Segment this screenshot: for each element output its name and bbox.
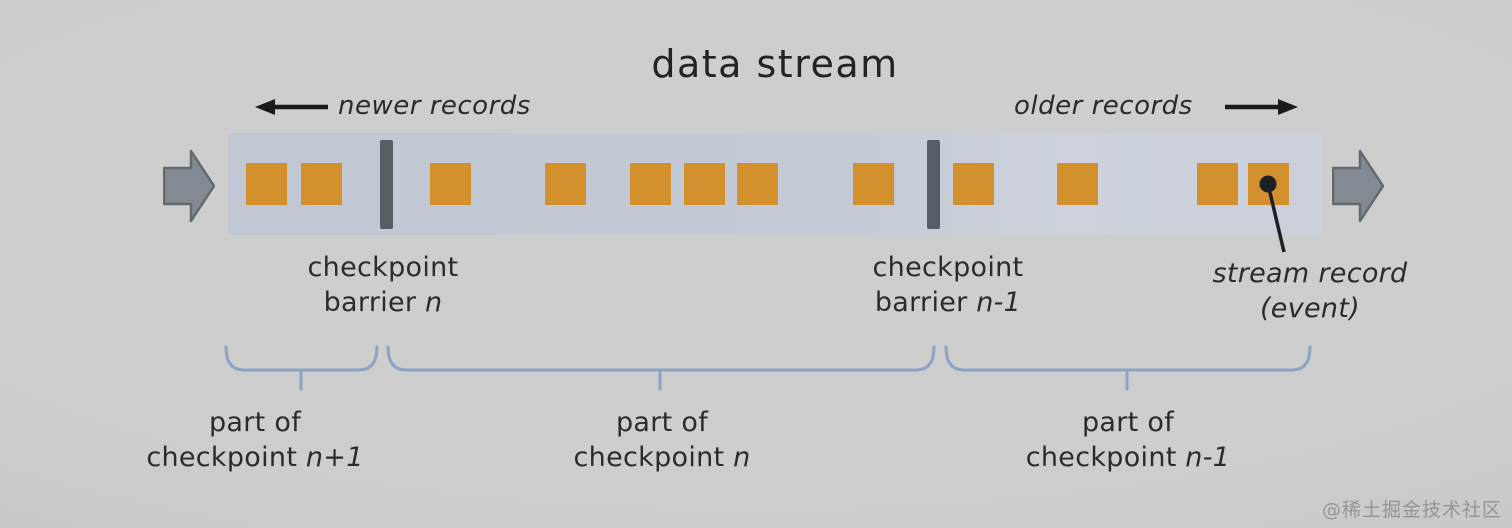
older-records-arrow-icon bbox=[1225, 99, 1298, 115]
stream-record-square bbox=[684, 163, 725, 205]
checkpoint-barrier-bar bbox=[380, 140, 393, 229]
checkpoint-barrier-bar bbox=[927, 140, 940, 229]
label-line: (event) bbox=[1259, 293, 1361, 324]
stream-record-square bbox=[853, 163, 894, 205]
stream-band bbox=[228, 133, 1322, 235]
stream-record-square bbox=[246, 163, 287, 205]
stream-record-square bbox=[1197, 163, 1238, 205]
stream-record-square bbox=[430, 163, 471, 205]
label-line: part of bbox=[615, 407, 709, 438]
stream-record-square bbox=[737, 163, 778, 205]
label-line: checkpoint bbox=[872, 252, 1024, 283]
checkpoint-span-brace bbox=[224, 345, 379, 391]
stream-record-label: stream record (event) bbox=[1180, 256, 1440, 326]
checkpoint-span-brace bbox=[944, 345, 1312, 391]
stream-record-square bbox=[545, 163, 586, 205]
stream-record-square bbox=[953, 163, 994, 205]
stream-record-square bbox=[1248, 163, 1289, 205]
label-line: checkpoint bbox=[307, 252, 459, 283]
stream-record-square bbox=[630, 163, 671, 205]
label-line: part of bbox=[1081, 407, 1175, 438]
label-line: stream record bbox=[1212, 258, 1408, 289]
stream-record-square bbox=[301, 163, 342, 205]
watermark: @稀土掘金技术社区 bbox=[1321, 499, 1502, 521]
newer-records-label: newer records bbox=[338, 91, 531, 121]
braces-svg bbox=[224, 345, 1312, 391]
label-line: part of bbox=[208, 407, 302, 438]
checkpoint-span-brace bbox=[386, 345, 936, 391]
older-records-label: older records bbox=[1014, 91, 1193, 121]
stream-outflow-arrow-icon bbox=[1332, 149, 1384, 223]
stream-inflow-arrow-icon bbox=[163, 149, 215, 223]
stream-record-square bbox=[1057, 163, 1098, 205]
page-title: data stream bbox=[651, 42, 899, 86]
newer-records-arrow-icon bbox=[255, 99, 328, 115]
